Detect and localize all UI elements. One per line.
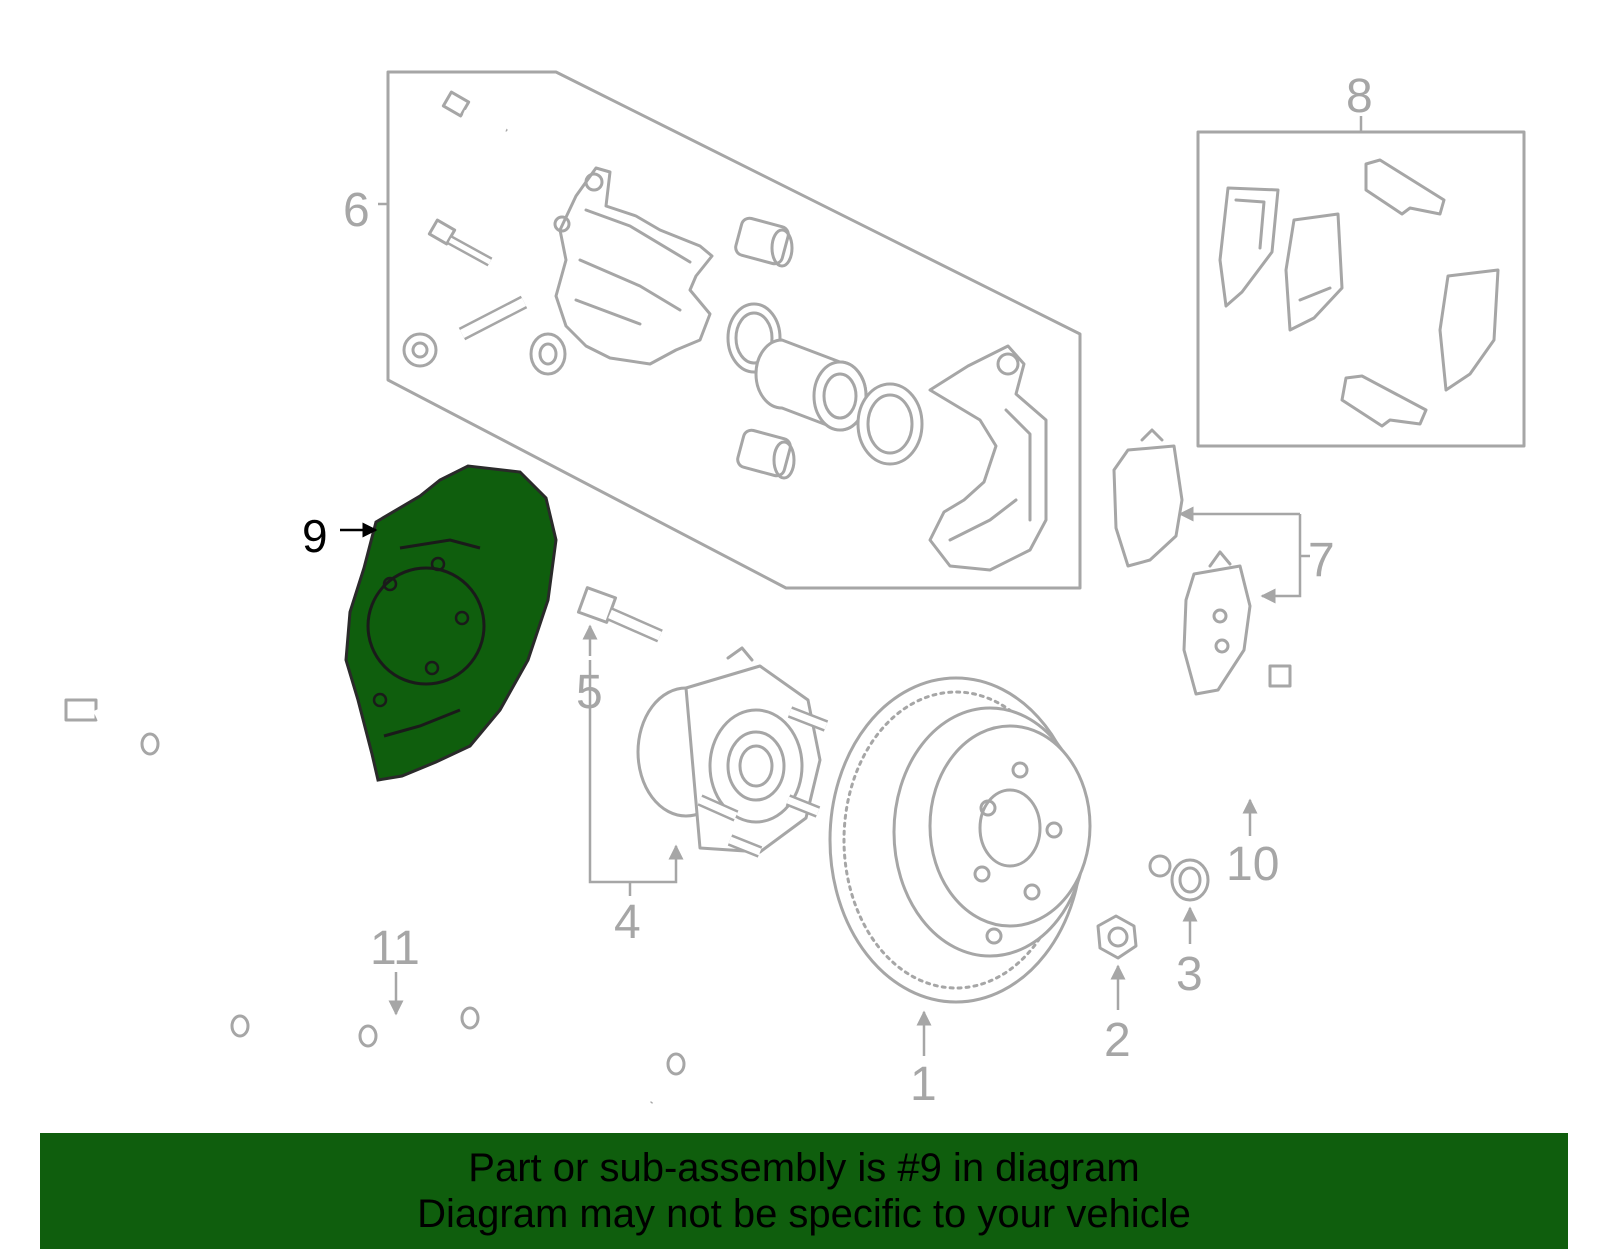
callout-3: 3 xyxy=(1176,948,1203,1001)
bleeder-screw xyxy=(458,295,528,341)
callout-10: 10 xyxy=(1226,838,1279,891)
caliper-bolt xyxy=(427,218,493,267)
callout-1: 1 xyxy=(910,1058,937,1111)
callout-8: 8 xyxy=(1346,70,1373,123)
caliper-housing xyxy=(553,166,714,366)
hub-nut[interactable]: 2 xyxy=(1096,914,1138,1067)
splash-shield[interactable]: 9 xyxy=(302,464,558,782)
dust-boot xyxy=(856,382,924,466)
hub-bolt[interactable]: 5 xyxy=(576,586,663,719)
pad-shim xyxy=(1218,186,1280,308)
info-banner: Part or sub-assembly is #9 in diagram Di… xyxy=(40,1133,1568,1249)
brake-pad-set[interactable]: 7 xyxy=(1112,428,1335,696)
bleeder-cap xyxy=(402,332,438,368)
callout-6: 6 xyxy=(343,184,370,237)
brake-hose[interactable]: 10 xyxy=(1148,664,1292,891)
washer xyxy=(529,332,567,376)
piston xyxy=(754,338,868,432)
caliper-bracket xyxy=(928,344,1048,572)
wheel-hub-bearing[interactable]: 4 xyxy=(588,646,829,949)
caliper-assembly-group[interactable]: 6 xyxy=(343,70,1082,590)
callout-2: 2 xyxy=(1104,1014,1131,1067)
guide-pin-boot xyxy=(736,428,796,480)
callout-11: 11 xyxy=(370,922,420,975)
banner-line-disclaimer: Diagram may not be specific to your vehi… xyxy=(417,1192,1191,1236)
brake-pad xyxy=(1112,428,1184,568)
abs-sensor-harness[interactable]: 11 xyxy=(64,698,694,1104)
callout-9: 9 xyxy=(302,510,328,562)
guide-pin-boot xyxy=(734,216,794,268)
abutment-clip xyxy=(1340,374,1428,428)
hardware-kit-group[interactable]: 8 xyxy=(1196,70,1526,448)
callout-4: 4 xyxy=(614,896,641,949)
abutment-clip xyxy=(1364,158,1446,216)
wheel-stud xyxy=(787,706,829,732)
brake-pad xyxy=(1182,550,1252,696)
caliper-bolt xyxy=(441,90,508,133)
wheel-stud xyxy=(727,834,763,858)
brake-rotor[interactable]: 1 xyxy=(828,676,1092,1111)
wheel-stud xyxy=(697,794,739,822)
pad-shim xyxy=(1284,212,1344,332)
pad-shim xyxy=(1438,268,1500,392)
wheel-stud xyxy=(785,794,821,818)
banner-line-part: Part or sub-assembly is #9 in diagram xyxy=(468,1146,1140,1190)
crush-washer[interactable]: 3 xyxy=(1170,858,1210,1001)
callout-7: 7 xyxy=(1308,534,1335,587)
